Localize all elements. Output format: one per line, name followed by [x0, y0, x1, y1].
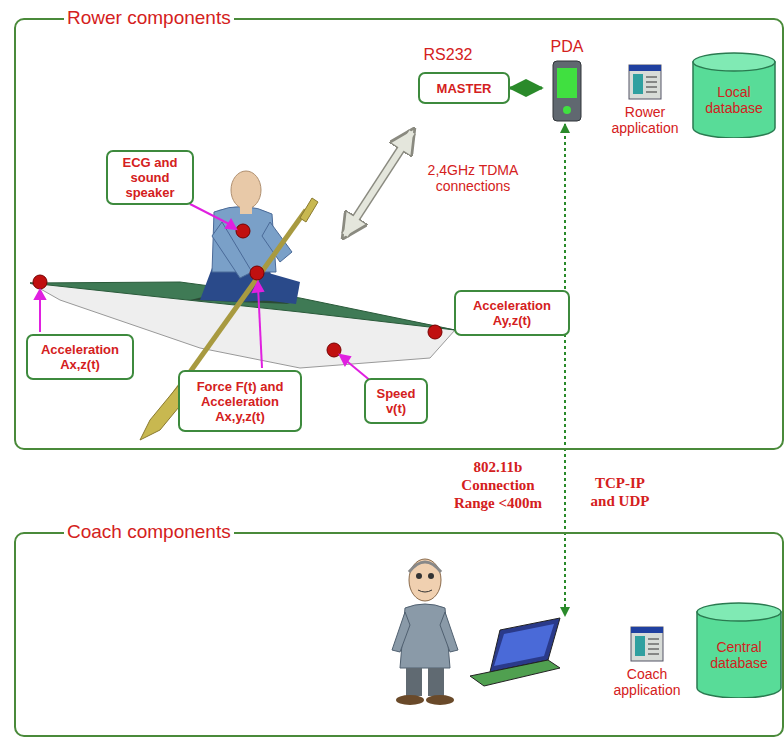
text-line: [648, 654, 659, 655]
free-label: 802.11b Connection Range <400m: [440, 458, 556, 512]
text-line: [646, 92, 657, 93]
database: Central database: [696, 602, 782, 698]
sensor-box: ECG and sound speaker: [106, 150, 194, 205]
node-text: MASTER: [437, 81, 492, 96]
sensor-box: Acceleration Ax,z(t): [26, 334, 134, 380]
application: Rower application: [602, 62, 688, 154]
panel-region: Rower componentsMASTERPDARower applicati…: [14, 18, 784, 450]
text-line: [646, 87, 657, 88]
wireless-arrow: [345, 132, 412, 235]
free-label: RS232: [410, 46, 486, 64]
sensor-box: Force F(t) and Acceleration Ax,y,z(t): [178, 370, 302, 432]
title-bar: [629, 65, 661, 71]
sensor-box: Acceleration Ay,z(t): [454, 290, 570, 336]
wireless-arrow-fill: [345, 132, 412, 235]
text-line: [648, 644, 659, 645]
window: [629, 65, 661, 99]
pda-body: [553, 61, 581, 121]
cylinder-body: [697, 612, 781, 698]
panel-title: Coach components: [64, 521, 234, 543]
node-text: Local database: [698, 84, 770, 116]
sensor-box: Speed v(t): [364, 378, 428, 424]
node-text: Force F(t) and Acceleration Ax,y,z(t): [185, 379, 295, 424]
node-text: PDA: [542, 38, 592, 56]
pda-icon: [552, 60, 582, 122]
text-line: [646, 77, 657, 78]
coach-figure: [392, 559, 458, 705]
cylinder-top: [693, 53, 775, 71]
pda-button: [563, 106, 571, 114]
cylinder-body: [693, 62, 775, 138]
node-text: ECG and sound speaker: [113, 155, 187, 200]
panel-title: Rower components: [64, 7, 234, 29]
laptop: [470, 618, 560, 686]
paddle: [140, 198, 318, 440]
pda-device: PDA: [542, 38, 592, 122]
side-panel: [633, 74, 643, 94]
connector: [510, 87, 542, 90]
node-text: Rower application: [602, 104, 688, 136]
node-text: Coach application: [604, 666, 690, 698]
sensor-box: MASTER: [418, 72, 510, 104]
application-icon: [630, 626, 664, 662]
text-line: [646, 82, 657, 83]
free-label: 2,4GHz TDMA connections: [418, 162, 528, 194]
application-icon: [628, 64, 662, 100]
side-panel: [635, 636, 645, 656]
window: [631, 627, 663, 661]
node-text: Central database: [702, 639, 776, 671]
database: Local database: [692, 52, 776, 138]
node-text: Acceleration Ay,z(t): [461, 298, 563, 328]
text-line: [648, 639, 659, 640]
node-text: Acceleration Ax,z(t): [33, 342, 127, 372]
pda-screen: [557, 68, 577, 98]
cylinder-top: [697, 603, 781, 621]
title-bar: [631, 627, 663, 633]
node-text: Speed v(t): [371, 386, 421, 416]
application: Coach application: [604, 624, 690, 716]
free-label: TCP-IP and UDP: [582, 474, 658, 510]
wifi-link: [564, 124, 566, 616]
text-line: [648, 649, 659, 650]
panel-region: Coach componentsCoach applicationCentral…: [14, 532, 784, 737]
